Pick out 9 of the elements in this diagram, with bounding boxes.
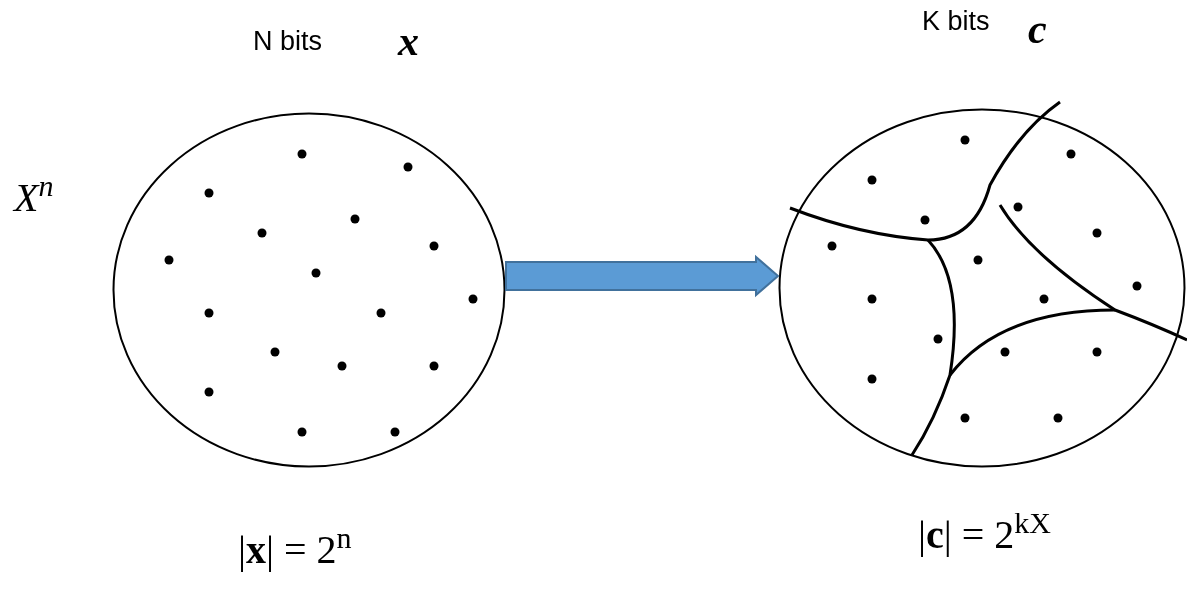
math-symbol: x <box>398 20 419 62</box>
ellipse-set <box>112 112 506 468</box>
bit-count-label: N bits <box>253 28 323 55</box>
math-symbol: c <box>1028 8 1047 50</box>
block-arrow <box>505 254 780 298</box>
cardinality-formula: |c| = 2$^{kX}$ <box>918 515 1052 555</box>
math-symbol: X$^{n}$ <box>14 178 54 218</box>
cardinality-formula: |x| = 2$^{n}$ <box>238 530 352 570</box>
bit-count-label: K bits <box>922 8 990 35</box>
